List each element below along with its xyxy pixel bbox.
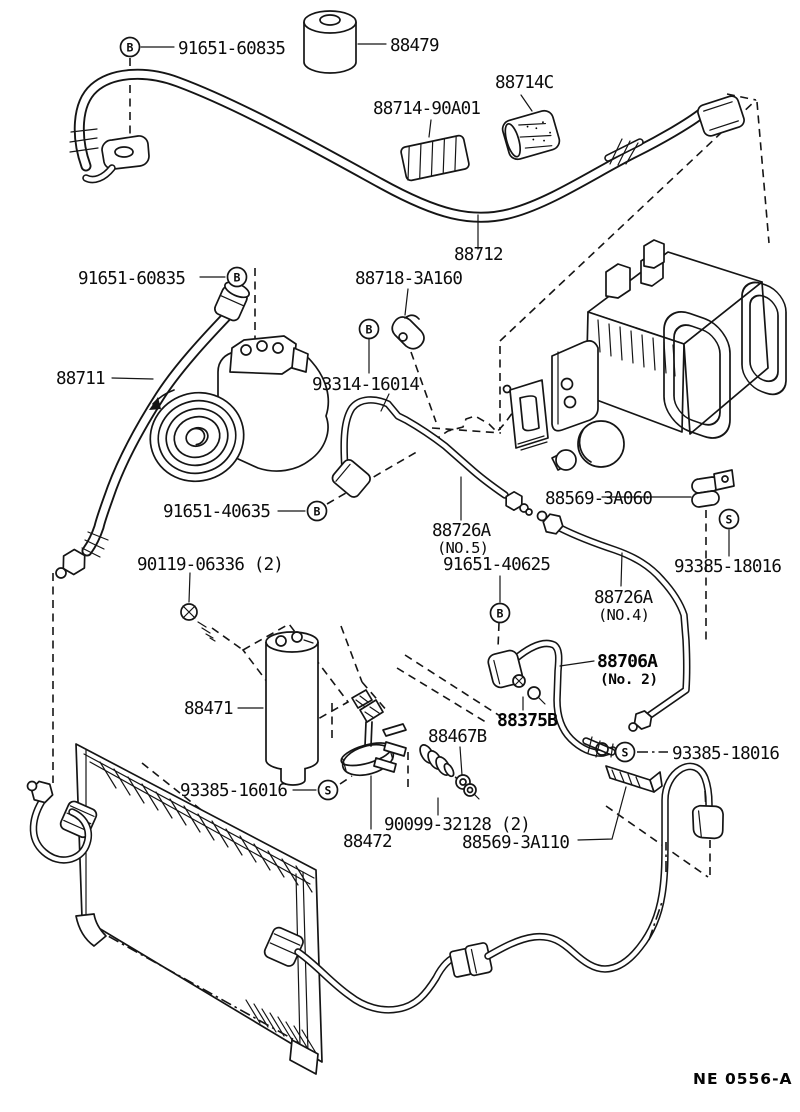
clamp-3a060: [691, 469, 735, 508]
suction-tube-93314: [331, 396, 533, 516]
label-88706a: 88706A: [597, 651, 658, 672]
svg-text:B: B: [234, 271, 241, 285]
label-88479: 88479: [390, 36, 439, 56]
label-88714c: 88714C: [495, 73, 554, 93]
label-88472: 88472: [343, 832, 392, 852]
screw-symbol: S: [614, 741, 636, 763]
label-91651-60835-top: 91651-60835: [178, 39, 285, 59]
fastener-symbols: B B B B B S S S: [119, 36, 740, 801]
svg-text:B: B: [314, 505, 321, 519]
bolt-90099: [455, 774, 480, 800]
label-93385-18016-lower: 93385-18016: [672, 744, 779, 764]
label-88726a-no5-sub: (NO.5): [437, 539, 488, 557]
bolt-symbol: B: [119, 36, 141, 58]
label-88467b: 88467B: [428, 727, 487, 747]
label-88711: 88711: [56, 369, 105, 389]
label-88714-90a01: 88714-90A01: [373, 99, 480, 119]
label-91651-60835-left: 91651-60835: [78, 269, 185, 289]
grommet-88467b: [419, 744, 455, 778]
svg-text:S: S: [726, 513, 733, 527]
label-88726a-no5: 88726A: [432, 521, 492, 541]
label-88726a-no4: 88726A: [594, 588, 654, 608]
label-90099-32128: 90099-32128 (2): [384, 815, 530, 835]
suction-hose-88711: [55, 281, 250, 579]
label-88471: 88471: [184, 699, 233, 719]
bolt-symbol: B: [306, 500, 328, 522]
clamp-88472: [340, 689, 407, 777]
sheet-code: NE 0556-A: [693, 1070, 793, 1088]
label-88726a-no4-sub: (NO.4): [598, 606, 649, 624]
label-91651-40625: 91651-40625: [443, 555, 550, 575]
union-fitting: [449, 942, 493, 978]
label-93385-16016: 93385-16016: [180, 781, 287, 801]
label-88706a-sub: (No. 2): [600, 672, 658, 688]
compressor-pulley: [149, 391, 245, 483]
label-90119-06336: 90119-06336 (2): [137, 555, 283, 575]
bolt-90119: [180, 603, 216, 642]
bolt-symbol: B: [226, 266, 248, 288]
evaporator-unit: [502, 239, 787, 471]
valves-88375b: [512, 674, 546, 705]
condenser: [26, 743, 323, 1075]
insulator-88714-90a01: [400, 134, 470, 182]
label-93314-16014: 93314-16014: [312, 375, 419, 395]
liquid-line: [294, 762, 724, 1014]
pipe-end-block: [691, 804, 724, 840]
top-tab: [605, 263, 631, 299]
svg-text:B: B: [127, 41, 134, 55]
svg-text:S: S: [622, 746, 629, 760]
label-88718-3a160: 88718-3A160: [355, 269, 462, 289]
bolt-symbol: B: [358, 318, 380, 340]
top-tab: [643, 239, 665, 269]
grommet-88714c: [501, 109, 561, 161]
hose-end-fitting: [697, 95, 745, 137]
part-labels: 91651-60835 88479 88714C 88714-90A01 887…: [56, 36, 793, 1088]
compressor: [149, 335, 330, 483]
screw-symbol: S: [317, 779, 339, 801]
receiver-88471: [265, 631, 319, 786]
bolt-symbol: B: [489, 602, 511, 624]
clamp-88718: [391, 314, 425, 350]
stay-3a110: [595, 742, 663, 793]
label-88569-3a110: 88569-3A110: [462, 833, 569, 853]
label-91651-40635: 91651-40635: [163, 502, 270, 522]
label-88569-3a060: 88569-3A060: [545, 489, 652, 509]
label-93385-18016-upper: 93385-18016: [674, 557, 781, 577]
svg-text:S: S: [325, 784, 332, 798]
tube-no4: [536, 510, 691, 732]
screw-symbol: S: [718, 508, 740, 530]
cap-88479: [303, 10, 357, 74]
svg-text:B: B: [366, 323, 373, 337]
svg-text:B: B: [497, 607, 504, 621]
label-88712: 88712: [454, 245, 503, 265]
leader-lines: [111, 43, 730, 841]
discharge-hose-88712: [69, 68, 745, 223]
label-88375b: 88375B: [497, 710, 558, 731]
